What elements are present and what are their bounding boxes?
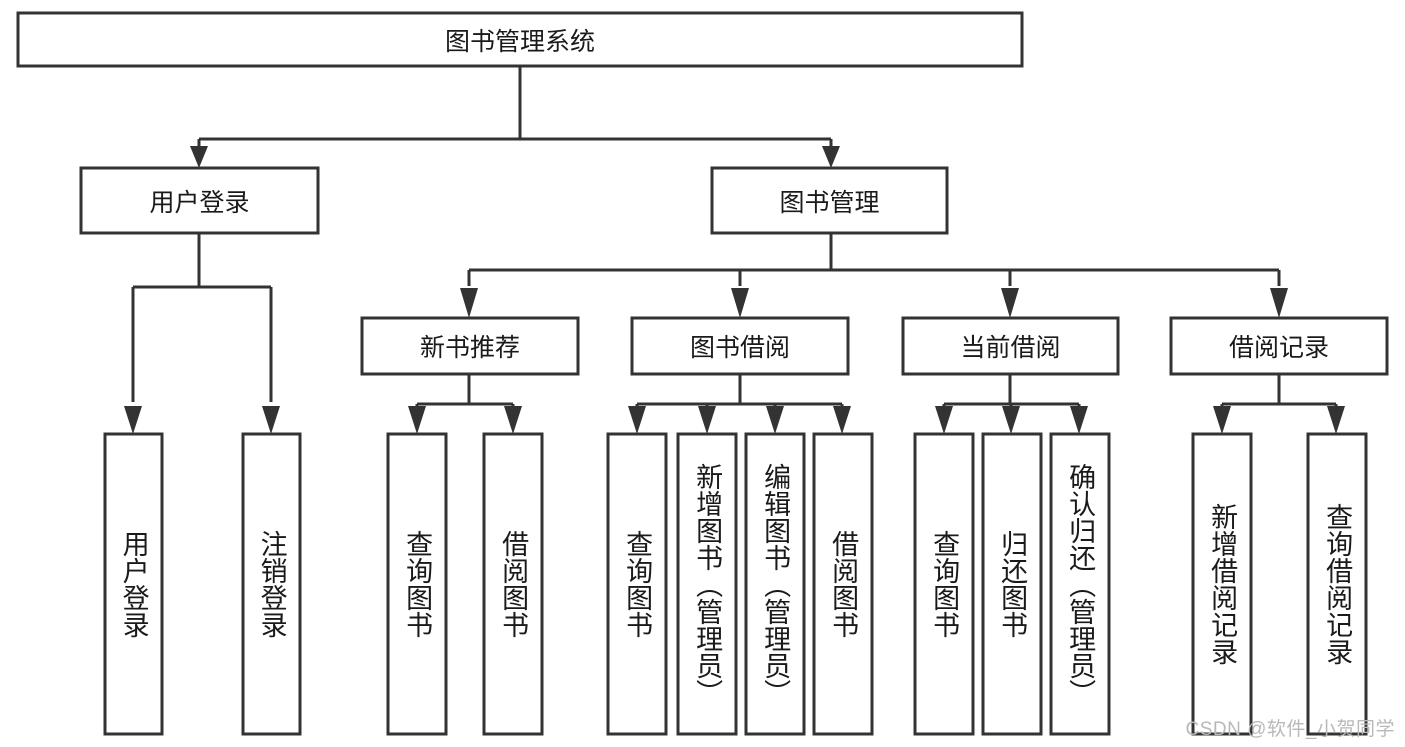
node-box-leaf-current-1[interactable] [981, 432, 1043, 736]
arrow-head-icon [1213, 406, 1231, 434]
connector-records-to-leaves [1213, 374, 1345, 434]
node-box-leaf-borrow-2[interactable] [744, 432, 806, 736]
arrow-head-icon [833, 406, 851, 434]
node-box-leaf-current-2[interactable] [1049, 432, 1111, 736]
arrow-head-icon [1001, 288, 1019, 318]
arrow-head-icon [460, 288, 478, 318]
arrow-head-icon [935, 406, 953, 434]
node-box-leaf-new-book-1[interactable] [482, 432, 544, 736]
arrow-head-icon [766, 406, 784, 434]
node-box-new-book-recommend[interactable] [360, 316, 580, 376]
arrow-head-icon [1070, 406, 1088, 434]
arrow-head-icon [1270, 288, 1288, 318]
connector-bookmgmt-to-level3 [460, 233, 1288, 318]
arrow-head-icon [408, 406, 426, 434]
node-box-leaf-new-book-0[interactable] [386, 432, 448, 736]
node-box-leaf-records-0[interactable] [1191, 432, 1253, 736]
node-box-book-borrow[interactable] [630, 316, 850, 376]
node-box-leaf-borrow-0[interactable] [606, 432, 668, 736]
node-box-leaf-records-1[interactable] [1306, 432, 1368, 736]
node-box-leaf-user-login-0[interactable] [103, 432, 164, 736]
arrow-head-icon [731, 288, 749, 318]
node-box-leaf-borrow-3[interactable] [812, 432, 874, 736]
node-box-book-management[interactable] [710, 166, 949, 235]
node-box-leaf-current-0[interactable] [913, 432, 975, 736]
connector-newbook-to-leaves [408, 374, 522, 434]
arrow-head-icon [1327, 406, 1345, 434]
arrow-head-icon [628, 406, 646, 434]
arrow-head-icon [698, 406, 716, 434]
arrow-head-icon [190, 146, 208, 168]
arrow-head-icon [262, 406, 280, 434]
connector-root-to-level2 [190, 66, 840, 168]
arrow-head-icon [822, 146, 840, 168]
node-box-root[interactable] [16, 11, 1024, 68]
node-box-leaf-user-login-1[interactable] [241, 432, 302, 736]
connector-userlogin-to-leaves [124, 233, 280, 434]
node-box-current-borrow[interactable] [901, 316, 1120, 376]
node-box-leaf-borrow-1[interactable] [676, 432, 738, 736]
node-box-user-login[interactable] [79, 166, 320, 235]
connector-bookborrow-to-leaves [628, 374, 851, 434]
connector-currentborrow-to-leaves [935, 374, 1088, 434]
arrow-head-icon [124, 406, 142, 434]
arrow-head-icon [504, 406, 522, 434]
arrow-head-icon [1002, 406, 1020, 434]
node-box-borrow-records[interactable] [1169, 316, 1389, 376]
